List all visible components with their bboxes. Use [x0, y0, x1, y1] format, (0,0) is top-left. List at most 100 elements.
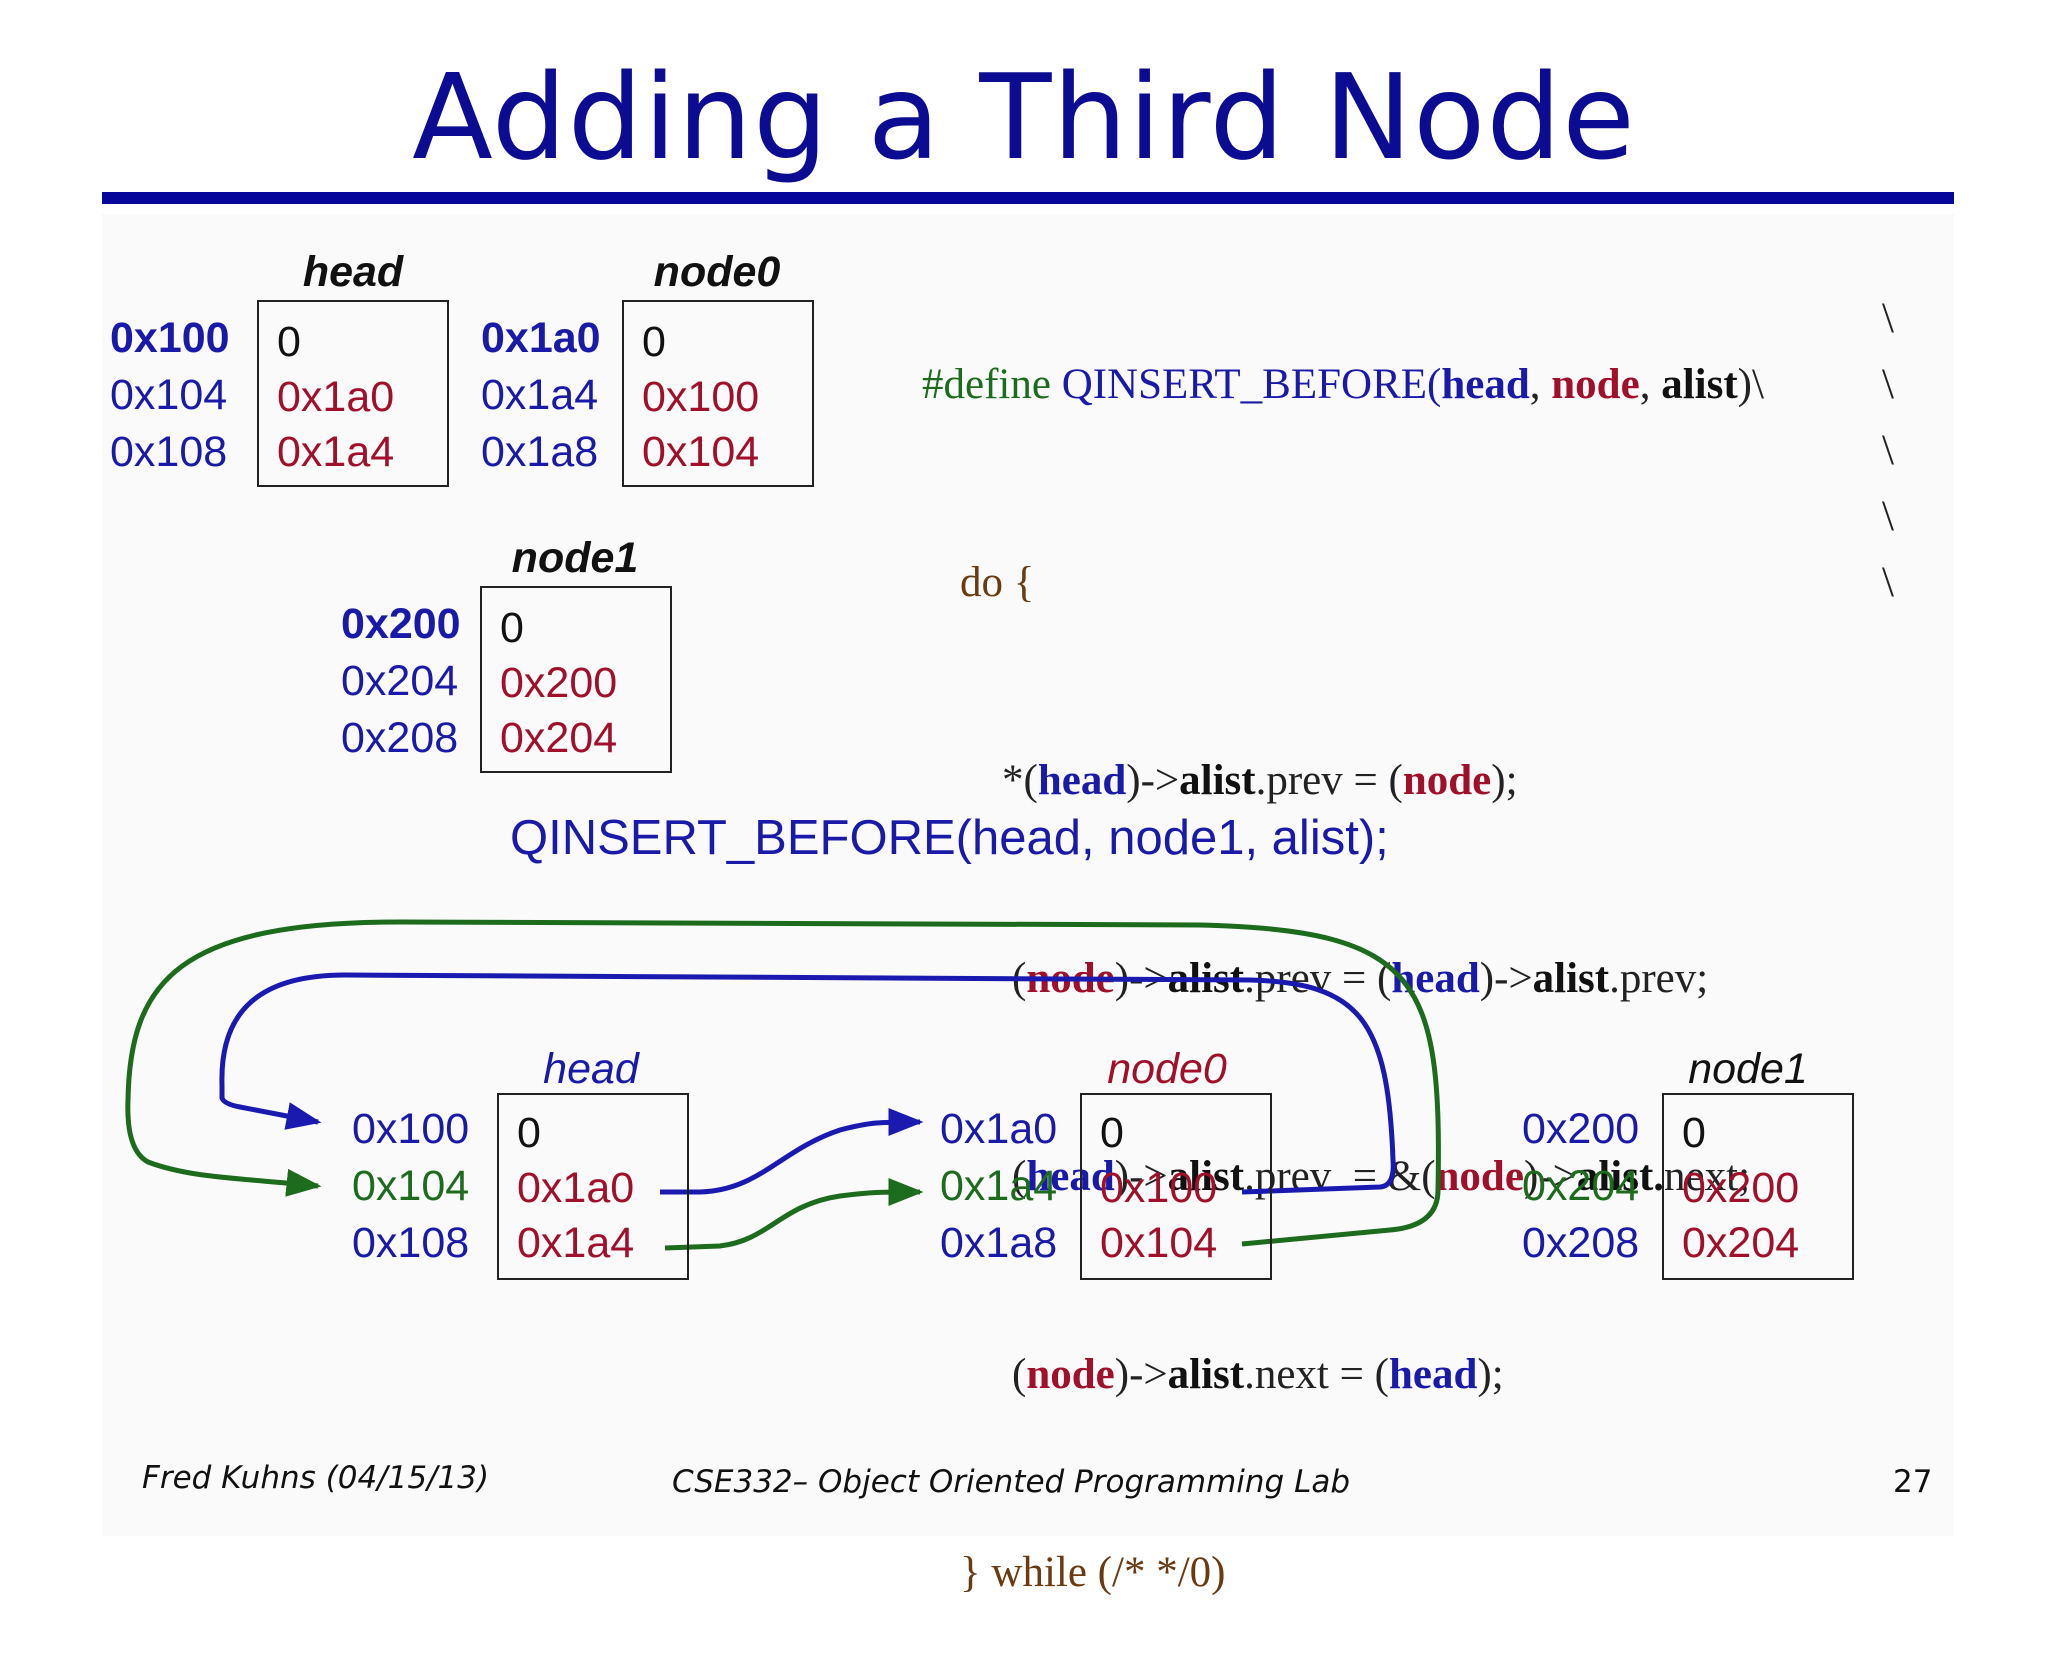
code-token: (: [1012, 1153, 1027, 1200]
value: 0: [517, 1109, 541, 1157]
code-token: );: [1477, 1351, 1504, 1398]
address: 0x1a4: [940, 1162, 1058, 1210]
top-node0-addresses: 0x1a0 0x1a4 0x1a8: [481, 310, 601, 481]
code-line-while: } while (/* */0): [922, 1540, 1764, 1606]
address: 0x1a0: [481, 314, 601, 362]
code-token: .prev;: [1609, 955, 1709, 1002]
bottom-node0-addresses: 0x1a0 0x1a4 0x1a8: [940, 1101, 1057, 1272]
param-sep: ,: [1639, 361, 1662, 408]
value: 0x204: [1682, 1219, 1800, 1267]
address: 0x204: [1522, 1162, 1640, 1210]
top-node0-values: 0 0x100 0x104: [642, 315, 759, 480]
address: 0x200: [341, 600, 461, 648]
code-token-head: head: [1026, 1153, 1115, 1200]
line-continuation: \: [1882, 427, 1894, 474]
top-node1-values: 0 0x200 0x204: [500, 601, 617, 766]
code-token-alist: alist: [1167, 1153, 1245, 1200]
value: 0x204: [500, 714, 618, 762]
value: 0: [1100, 1109, 1124, 1157]
value: 0x1a0: [517, 1164, 635, 1212]
address: 0x1a4: [481, 371, 599, 419]
pointer-arrows: [125, 919, 1441, 1251]
code-token-head: head: [1388, 1351, 1478, 1398]
address: 0x208: [1522, 1219, 1640, 1267]
code-line-define: #define QINSERT_BEFORE(head, node, alist…: [922, 352, 1764, 418]
bottom-node0-box: [1080, 1093, 1272, 1280]
code-token: next;: [1664, 1153, 1751, 1200]
bottom-node0-label: node0: [1107, 1045, 1227, 1093]
param-sep: ,: [1529, 361, 1552, 408]
top-node1-addresses: 0x200 0x204 0x208: [341, 596, 461, 767]
bottom-node1-values: 0 0x200 0x204: [1682, 1106, 1799, 1271]
code-token: .next = (: [1244, 1351, 1389, 1398]
value: 0x104: [1100, 1219, 1218, 1267]
code-line-do: do {: [922, 550, 1764, 616]
code-token: )->: [1126, 757, 1180, 804]
bottom-head-addresses: 0x100 0x104 0x108: [352, 1101, 469, 1272]
address: 0x1a8: [481, 428, 599, 476]
address: 0x108: [352, 1219, 470, 1267]
value: 0x100: [1100, 1164, 1218, 1212]
code-token: *(: [1002, 757, 1038, 804]
bottom-head-label: head: [543, 1045, 639, 1093]
bottom-node1-box: [1662, 1093, 1854, 1280]
arrow-node0-next-to-head: [125, 919, 1441, 1247]
arrow-node0-prev-to-head: [219, 972, 1396, 1195]
address: 0x104: [110, 371, 228, 419]
param-head: head: [1441, 361, 1530, 408]
top-node0-label: node0: [653, 248, 781, 296]
line-continuation: \: [1882, 493, 1894, 540]
address: 0x204: [341, 657, 459, 705]
code-token-head: head: [1391, 955, 1480, 1002]
footer-course: CSE332– Object Oriented Programming Lab: [672, 1464, 1351, 1500]
code-token: )->: [1114, 1153, 1168, 1200]
top-head-label: head: [302, 248, 404, 296]
code-token: )->: [1523, 1153, 1577, 1200]
page-number: 27: [1893, 1464, 1933, 1500]
address: 0x1a8: [940, 1219, 1058, 1267]
line-continuation: \: [1882, 559, 1894, 606]
code-token: )->: [1114, 1351, 1168, 1398]
address: 0x200: [1522, 1105, 1640, 1153]
arrow-head-prev-to-node0: [664, 1178, 924, 1251]
value: 0x200: [500, 659, 618, 707]
footer-author: Fred Kuhns (04/15/13): [142, 1460, 490, 1496]
top-node1-box: [480, 586, 672, 773]
value: 0x1a4: [517, 1219, 635, 1267]
code-token-node: node: [1435, 1153, 1524, 1200]
code-line-4: (node)->alist.next = (head);: [922, 1342, 1764, 1408]
code-token-node: node: [1026, 1351, 1115, 1398]
top-head-addresses: 0x100 0x104 0x108: [110, 310, 230, 481]
bottom-node0-values: 0 0x100 0x104: [1100, 1106, 1217, 1271]
slide-title: Adding a Third Node: [412, 48, 1636, 186]
slide-panel: [102, 214, 1954, 1536]
arrow-head-next-to-node0: [660, 1108, 924, 1195]
bottom-node1-addresses: 0x200 0x204 0x208: [1522, 1101, 1639, 1272]
param-alist: alist: [1661, 361, 1738, 408]
code-token-alist: alist.: [1576, 1153, 1665, 1200]
macro-code-block: #define QINSERT_BEFORE(head, node, alist…: [922, 220, 1764, 1672]
title-divider: [102, 192, 1954, 204]
while-keyword: } while (/* */0): [960, 1549, 1226, 1596]
line-continuation: \: [1882, 361, 1894, 408]
code-token: (: [1012, 1351, 1027, 1398]
top-node1-label: node1: [511, 534, 639, 582]
code-token: .prev = (: [1255, 757, 1403, 804]
address: 0x100: [352, 1105, 470, 1153]
address: 0x100: [110, 314, 230, 362]
code-token-alist: alist: [1167, 1351, 1245, 1398]
top-node0-box: [622, 300, 814, 487]
address: 0x108: [110, 428, 228, 476]
code-token-node: node: [1402, 757, 1492, 804]
macro-call: QINSERT_BEFORE(head, node1, alist);: [510, 811, 1389, 865]
bottom-head-values: 0 0x1a0 0x1a4: [517, 1106, 634, 1271]
code-token-alist: alist: [1532, 955, 1610, 1002]
define-keyword: #define: [922, 361, 1062, 408]
param-close: )\: [1737, 361, 1764, 408]
value: 0: [500, 604, 524, 652]
bottom-head-box: [497, 1093, 689, 1280]
address: 0x1a0: [940, 1105, 1058, 1153]
value: 0x104: [642, 428, 760, 476]
address: 0x104: [352, 1162, 470, 1210]
do-keyword: do {: [960, 559, 1035, 606]
